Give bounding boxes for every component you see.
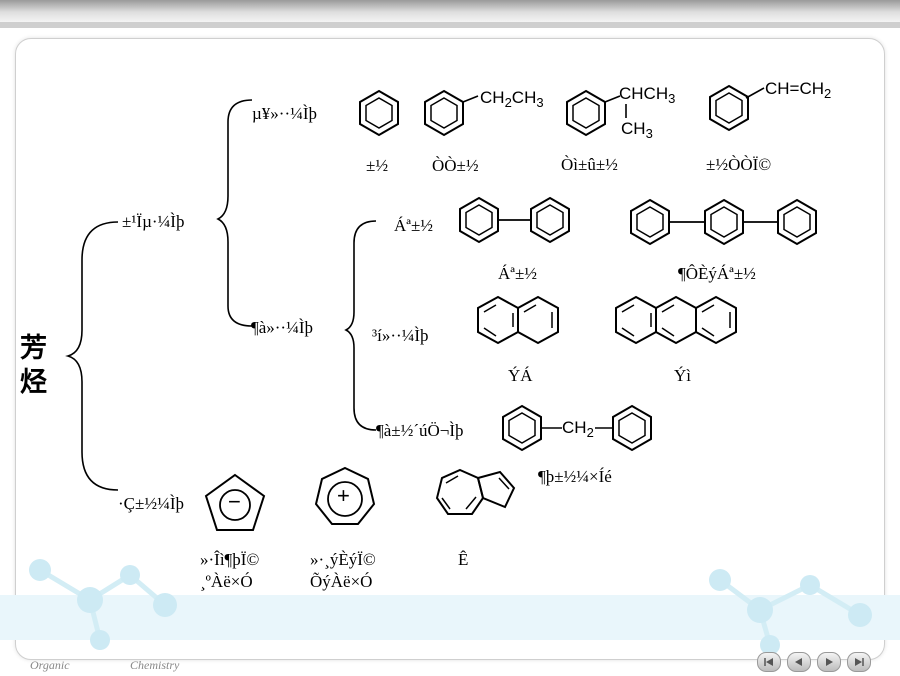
footer-chemistry: Chemistry: [130, 658, 180, 672]
charge-plus: +: [337, 483, 350, 508]
arrow-right-icon: [826, 658, 833, 666]
formula-vinyl: CH=CH2: [765, 79, 832, 101]
formula-isopropyl-top: CHCH3: [619, 84, 676, 106]
formula-isopropyl-bottom: CH3: [621, 119, 653, 141]
formula-methylene: CH2: [562, 418, 594, 440]
monocyclic-bracket: [216, 99, 253, 327]
name-tropylium-line2: ÕýÀë×Ó: [310, 572, 373, 591]
biphenyl-structure: [459, 197, 570, 243]
name-ethylbenzene: ÒÒ±½: [432, 156, 479, 175]
cyclopentadienyl-anion-structure: [204, 473, 266, 531]
footer-organic: Organic: [30, 658, 70, 672]
arrow-left-icon: [795, 658, 802, 666]
name-diphenylmethane: ¶þ±½¼×Íé: [538, 467, 612, 486]
tropylium-cation-structure: [314, 466, 376, 525]
anthracene-structure: [615, 295, 737, 345]
styrene-structure: [709, 85, 765, 131]
benzene-structure: [359, 90, 399, 136]
molecule-background-decoration: [0, 559, 900, 655]
branch-label-non-benzenoid: ·Ç±½¼Ìþ: [118, 494, 184, 513]
next-slide-button[interactable]: [817, 652, 841, 672]
previous-slide-button[interactable]: [787, 652, 811, 672]
sub-label-biphenyl-class: Áª±½: [394, 216, 434, 235]
first-slide-button[interactable]: [757, 652, 781, 672]
sub-label-polyphenyl-alkane: ¶à±½´úÖ¬Ìþ: [376, 421, 464, 440]
sub-label-fused-ring: ³í»··¼Ìþ: [372, 326, 429, 345]
name-anthracene: Ýì: [674, 366, 691, 385]
azulene-structure: [435, 468, 516, 515]
diphenylmethane-structure: [502, 405, 652, 451]
formula-ethyl: CH2CH3: [480, 88, 544, 110]
charge-minus: −: [228, 489, 241, 514]
name-benzene: ±½: [366, 156, 389, 175]
name-styrene: ±½ÒÒÏ©: [706, 155, 772, 174]
naphthalene-structure: [477, 295, 559, 345]
root-bracket: [65, 221, 119, 491]
window-top-bar: [0, 0, 900, 22]
name-cyclopentadienyl-line2: ¸ºÀë×Ó: [200, 572, 253, 591]
slide-panel: [15, 38, 885, 660]
name-cumene: Òì±û±½: [561, 155, 618, 174]
name-biphenyl: Áª±½: [498, 264, 538, 283]
last-slide-button[interactable]: [847, 652, 871, 672]
ethylbenzene-structure: [424, 90, 479, 136]
terphenyl-structure: [630, 199, 817, 245]
name-cyclopentadienyl-line1: »·Îì¶þÏ©: [200, 550, 260, 569]
skip-forward-icon: [855, 658, 864, 666]
branch-label-single-ring: µ¥»··¼Ìþ: [252, 104, 318, 123]
polycyclic-bracket: [344, 220, 377, 431]
name-naphthalene: ÝÁ: [508, 366, 533, 385]
name-azulene: Ê: [458, 550, 469, 569]
skip-back-icon: [764, 658, 773, 666]
root-label-aromatic-hydrocarbons: 芳烃: [20, 333, 47, 398]
name-terphenyl: ¶ÔÈýÁª±½: [678, 264, 756, 283]
name-tropylium-line1: »·¸ýÈýÏ©: [310, 550, 376, 569]
branch-label-monocyclic: ±¹Ïµ·¼Ìþ: [122, 212, 185, 231]
cumene-structure: [566, 90, 627, 136]
window-top-strip: [0, 22, 900, 28]
branch-label-polycyclic: ¶à»··¼Ìþ: [251, 318, 313, 337]
slide-navigation: [757, 652, 873, 672]
